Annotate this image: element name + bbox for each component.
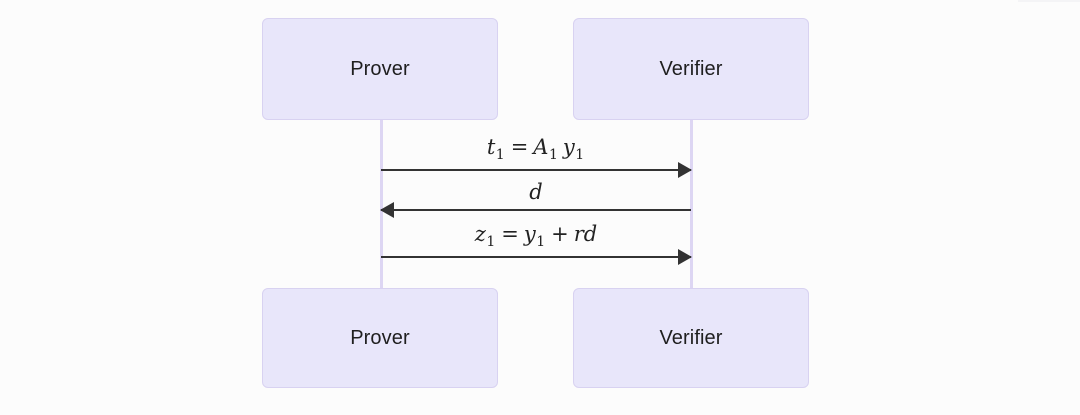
message-1-rhs2-sub: 1 xyxy=(575,147,585,164)
message-3-label: z1=y1+rd xyxy=(381,223,691,250)
message-1-lhs-sub: 1 xyxy=(495,147,505,164)
message-3-line xyxy=(381,256,691,258)
message-1-rhs1-sub: 1 xyxy=(548,147,558,164)
participant-label-prover-top: Prover xyxy=(350,57,410,80)
participant-box-verifier-bottom[interactable]: Verifier xyxy=(573,288,809,388)
message-3-rhs1: y xyxy=(523,222,536,247)
participant-box-prover-bottom[interactable]: Prover xyxy=(262,288,498,388)
participant-label-prover-bottom: Prover xyxy=(350,326,410,349)
message-3-rhs2: r xyxy=(573,222,584,247)
top-edge-artifact xyxy=(1018,0,1080,2)
arrowhead-right-icon xyxy=(678,162,692,178)
message-1-op: = xyxy=(510,135,529,160)
participant-box-verifier-top[interactable]: Verifier xyxy=(573,18,809,120)
message-3-op: = xyxy=(501,222,519,247)
participant-box-prover-top[interactable]: Prover xyxy=(262,18,498,120)
participant-label-verifier-top: Verifier xyxy=(659,57,723,80)
message-3-lhs-sub: 1 xyxy=(486,234,496,251)
message-3-rhs3: d xyxy=(583,222,598,247)
participant-label-verifier-bottom: Verifier xyxy=(659,326,723,349)
message-2-label: d xyxy=(381,181,691,203)
message-2-lhs: d xyxy=(529,179,543,204)
arrowhead-right-icon xyxy=(678,249,692,265)
message-1-lhs: t xyxy=(486,135,496,160)
message-3-lhs: z xyxy=(474,222,486,247)
message-1-rhs1: A xyxy=(533,135,549,160)
message-1-line xyxy=(381,169,691,171)
lifeline-verifier xyxy=(690,118,693,290)
message-1-rhs2: y xyxy=(562,135,575,160)
arrowhead-left-icon xyxy=(380,202,394,218)
message-3-op2: + xyxy=(551,222,569,247)
message-2-line xyxy=(381,209,691,211)
message-3-rhs1-sub: 1 xyxy=(536,234,546,251)
